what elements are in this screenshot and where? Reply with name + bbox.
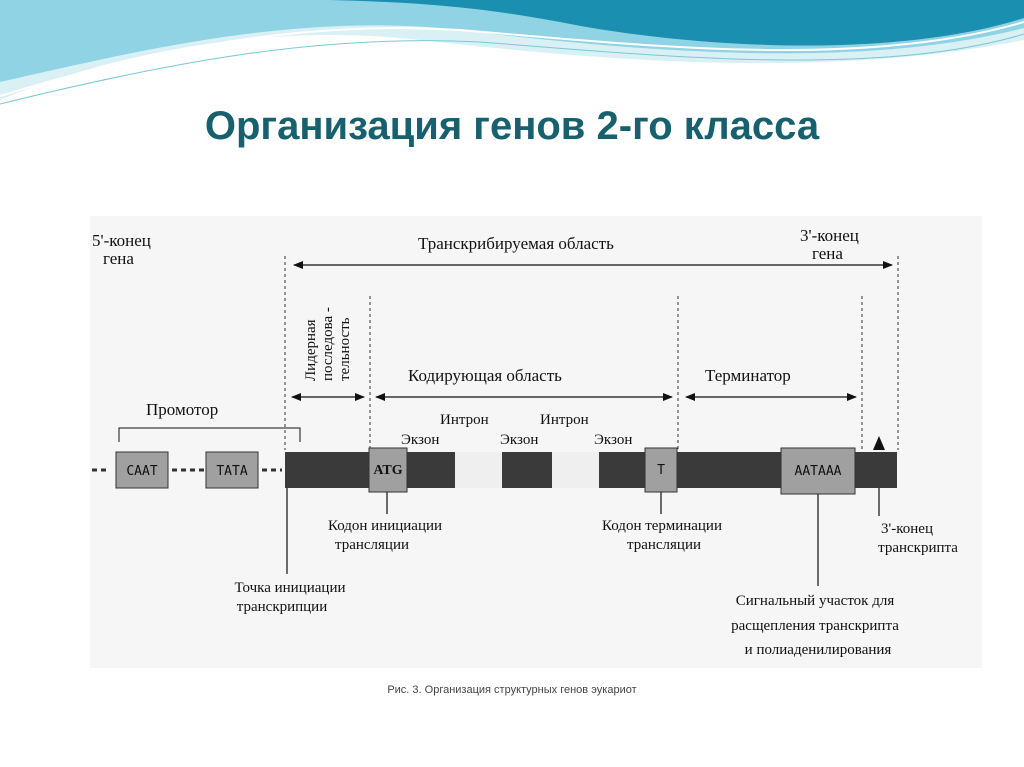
stop-t-box-label: T: [657, 463, 665, 478]
transcript-end-label: 3'-конец: [881, 521, 933, 537]
promoter-label: Промотор: [146, 400, 218, 419]
atg-box: [368, 447, 408, 493]
gene-5-end-label-2: гена: [103, 249, 134, 268]
exon-2-label: Экзон: [500, 432, 538, 448]
exon-1-label: Экзон: [401, 432, 439, 448]
signal-site-label-3: и полиаденилирования: [745, 642, 892, 658]
tata-box-label: TATA: [216, 464, 247, 479]
wave-line: [0, 21, 1024, 97]
termination-codon-label: Кодон терминации: [602, 518, 722, 534]
caat-box-label: CAAT: [126, 464, 157, 479]
gene-5-end-label: 5'-конец: [92, 231, 151, 250]
wave-dark: [330, 0, 1024, 46]
slide-title: Организация генов 2-го класса: [204, 104, 820, 148]
coding-region-label: Кодирующая область: [408, 366, 562, 385]
initiation-codon-label: Кодон инициации: [328, 518, 442, 534]
stop-t-box: [644, 447, 678, 493]
transcribed-region-label: Транскрибируемая область: [418, 234, 614, 253]
cleavage-marker: [873, 436, 885, 450]
termination-codon-label-2: трансляции: [627, 537, 701, 553]
signal-site-label-2: расщепления транскрипта: [731, 618, 899, 634]
terminator-label: Терминатор: [705, 366, 791, 385]
initiation-codon-label-2: трансляции: [335, 537, 409, 553]
atg-box-label: ATG: [373, 463, 402, 478]
intron-2-label: Интрон: [540, 412, 589, 428]
exon-3-label: Экзон: [594, 432, 632, 448]
transcript-end-label-2: транскрипта: [878, 540, 958, 556]
signal-site-label: Сигнальный участок для: [736, 593, 895, 609]
wave-line-2: [0, 33, 1024, 105]
aataaa-box-label: AATAAA: [795, 464, 842, 479]
transcription-start-label: Точка инициации: [234, 580, 345, 596]
svg-text:Лидерная: Лидерная: [303, 319, 319, 381]
gene-3-end-label-2: гена: [812, 244, 843, 263]
transcription-start-label-2: транскрипции: [237, 599, 328, 615]
tata-box: [205, 451, 259, 489]
intron-1-segment: [455, 452, 502, 488]
promoter-bracket: [118, 427, 301, 442]
caat-box: [115, 451, 169, 489]
svg-text:тельность: тельность: [337, 317, 353, 381]
figure-caption: Рис. 3. Организация структурных генов эу…: [387, 684, 637, 696]
diagram-panel: [90, 216, 982, 668]
header-waves: [0, 0, 1024, 105]
intron-2-segment: [552, 452, 599, 488]
gene-3-end-label: 3'-конец: [800, 226, 859, 245]
aataaa-box: [780, 447, 856, 495]
intron-1-label: Интрон: [440, 412, 489, 428]
leader-sequence-label: Лидерная последова - тельность: [303, 307, 353, 381]
svg-text:последова -: последова -: [320, 307, 336, 381]
